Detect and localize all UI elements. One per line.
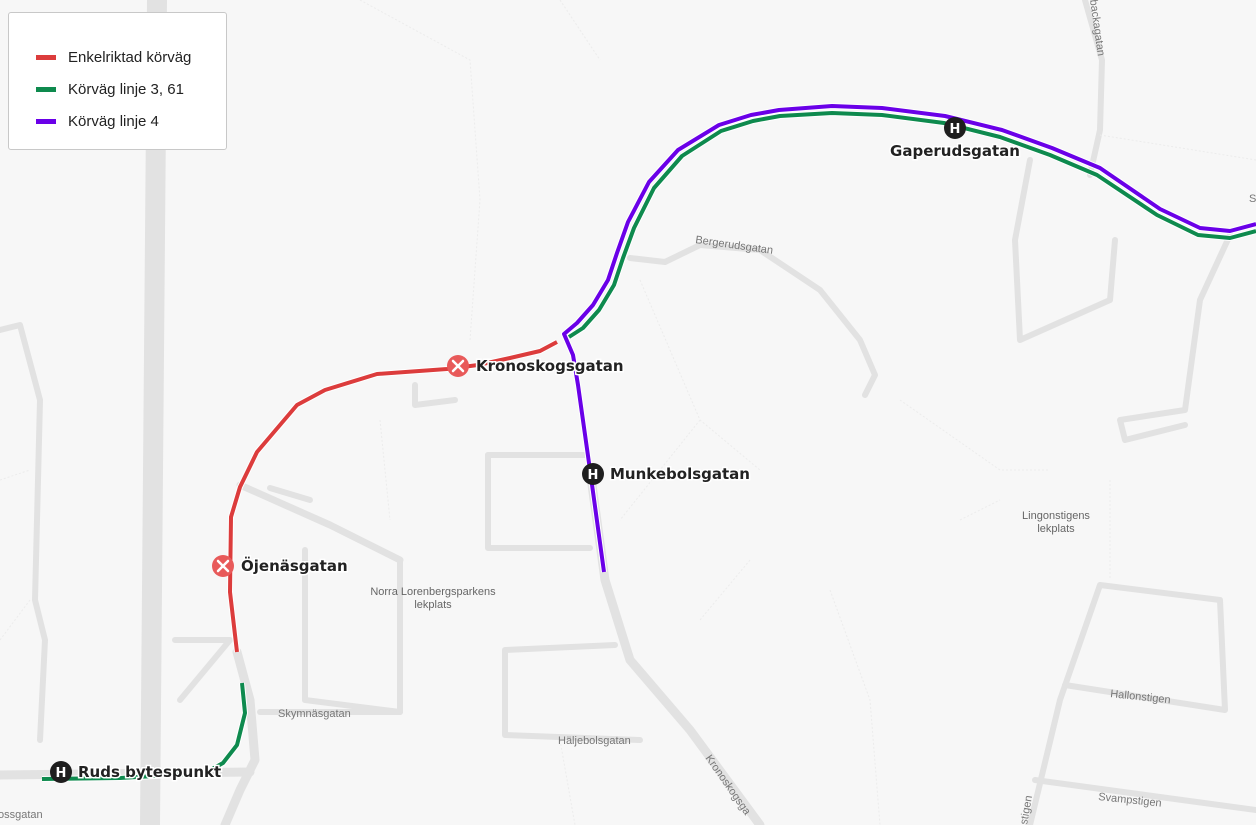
closed-stop-ojenasgatan[interactable]: Öjenäsgatan	[212, 555, 349, 577]
street-label: stigen	[1018, 795, 1035, 825]
closed-stop-kronoskogsgatan[interactable]: Kronoskogsgatan	[447, 355, 625, 377]
poi-label: Norra Lorenbergsparkens	[370, 586, 496, 598]
poi-label: lekplats	[1037, 523, 1075, 535]
red-line-swatch-icon	[36, 54, 56, 60]
bus-stop-icon	[50, 761, 72, 783]
street-label: ossgatan	[0, 809, 43, 821]
purple-line-swatch-icon	[36, 118, 56, 124]
street-label: S	[1249, 193, 1256, 205]
street-label: Hallonstigen	[1110, 688, 1171, 706]
route-line-4	[562, 104, 1256, 573]
route-one-way-casing	[227, 339, 559, 653]
map-legend: Enkelriktad körväg Körväg linje 3, 61 Kö…	[8, 12, 227, 150]
legend-label: Enkelriktad körväg	[68, 48, 192, 66]
route-line-3-61-north	[567, 111, 1256, 339]
legend-item-line-3-61: Körväg linje 3, 61	[9, 73, 226, 105]
svg-text:H: H	[950, 122, 961, 137]
stops: Kronoskogsgatan Öjenäsgatan H Gaperudsga…	[50, 117, 1021, 783]
bus-stop-ruds-bytespunkt[interactable]: H Ruds bytespunkt	[50, 761, 223, 783]
street-label: Häljebolsgatan	[558, 735, 631, 747]
green-line-swatch-icon	[36, 86, 56, 92]
svg-text:H: H	[56, 766, 67, 781]
stop-label: Ruds bytespunkt	[78, 763, 221, 781]
poi-label: lekplats	[414, 599, 452, 611]
legend-label: Körväg linje 4	[68, 112, 159, 130]
poi-label: Lingonstigens	[1022, 510, 1090, 522]
bus-stop-icon	[582, 463, 604, 485]
routes	[41, 103, 1256, 782]
legend-label: Körväg linje 3, 61	[68, 80, 184, 98]
stop-label: Gaperudsgatan	[890, 142, 1020, 160]
svg-text:H: H	[588, 468, 599, 483]
stop-label: Öjenäsgatan	[241, 556, 348, 575]
bus-stop-gaperudsgatan[interactable]: H Gaperudsgatan	[889, 117, 1021, 162]
stop-label: Kronoskogsgatan	[476, 357, 624, 375]
route-one-way	[228, 340, 558, 653]
legend-item-line-4: Körväg linje 4	[9, 105, 226, 137]
bus-stop-munkebolsgatan[interactable]: H Munkebolsgatan	[582, 463, 751, 485]
bus-stop-icon	[944, 117, 966, 139]
legend-item-one-way: Enkelriktad körväg	[9, 41, 226, 73]
street-label: Skymnäsgatan	[278, 708, 351, 720]
stop-label: Munkebolsgatan	[610, 465, 750, 483]
route-line-3-61-south	[41, 682, 247, 781]
street-label: Bergerudsgatan	[695, 234, 774, 257]
street-label: Kronoskogsga	[703, 753, 754, 818]
